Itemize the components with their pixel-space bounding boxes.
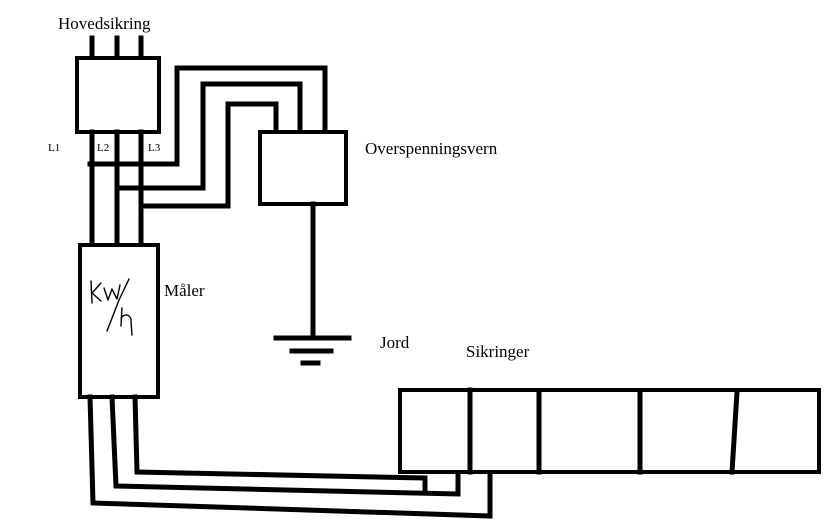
earth-symbol [273,201,352,366]
meter-box [78,243,160,399]
fuse-panel [398,387,821,475]
phase-l1-label: L1 [48,142,60,154]
surge-protector-label: Overspenningsvern [365,139,498,158]
main-fuse-box [75,56,161,134]
kwh-scribble-icon [90,278,133,336]
incoming-supply-leads [89,35,144,61]
phase-l2-label: L2 [97,142,109,154]
fuse-divider-4 [729,389,740,475]
surge-protector-box [258,130,348,206]
main-fuse-label: Hovedsikring [58,14,151,33]
earth-label: Jord [380,333,410,352]
meter-to-fuses-cables [87,394,493,519]
phase-l3-label: L3 [148,142,161,154]
fuses-label: Sikringer [466,342,530,361]
surge-protector-wiring [87,65,328,209]
meter-label: Måler [164,281,205,300]
fuse-panel-frame [398,388,821,474]
